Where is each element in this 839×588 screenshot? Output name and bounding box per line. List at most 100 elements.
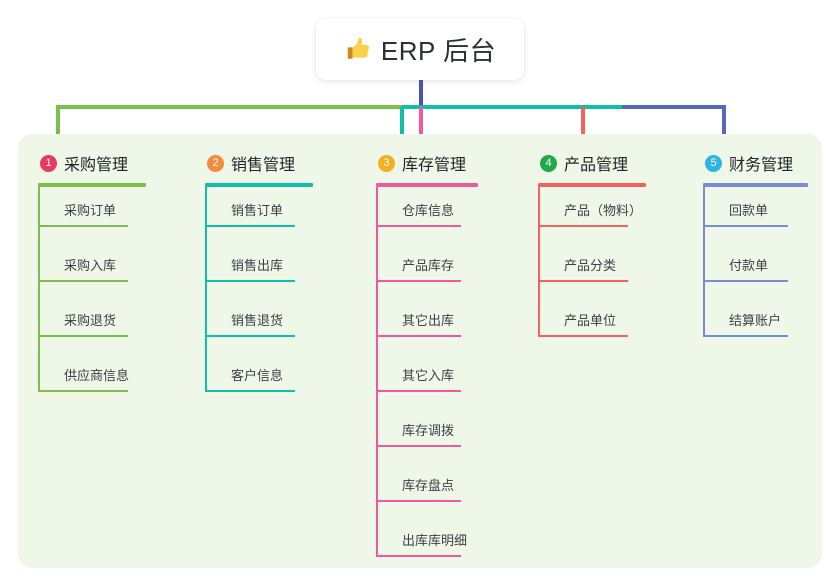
branch-item-underline: [205, 225, 295, 227]
branch-item[interactable]: 采购入库: [38, 242, 146, 297]
branch-item[interactable]: 产品库存: [376, 242, 478, 297]
branch-item-underline: [376, 555, 461, 557]
branch-item-underline: [205, 280, 295, 282]
branch-title-1: 采购管理: [64, 157, 129, 174]
branch-item[interactable]: 出库库明细: [376, 517, 478, 572]
branch-item-underline: [376, 335, 461, 337]
branch-item[interactable]: 仓库信息: [376, 187, 478, 242]
branch-items-2: 销售订单销售出库销售退货客户信息: [205, 187, 313, 407]
branch-item-label: 产品分类: [564, 258, 617, 273]
connector-drop-5: [722, 107, 726, 157]
branch-item[interactable]: 采购退货: [38, 297, 146, 352]
branch-item-underline: [538, 280, 628, 282]
branch-item-underline: [38, 390, 128, 392]
branch-item-underline: [538, 335, 628, 337]
branch-item-label: 出库库明细: [402, 533, 468, 548]
branch-item-label: 库存盘点: [402, 478, 455, 493]
branch-underline-2: [205, 183, 313, 187]
branch-item-underline: [703, 335, 788, 337]
branch-item-underline: [38, 225, 128, 227]
branch-item[interactable]: 回款单: [703, 187, 808, 242]
branch-title-4: 产品管理: [564, 157, 629, 174]
branch-item-label: 回款单: [729, 203, 769, 218]
branch-item-label: 仓库信息: [402, 203, 455, 218]
branch-spine-5: [703, 187, 705, 337]
branch-item-underline: [376, 225, 461, 227]
connector-stem: [419, 80, 423, 108]
branch-item-underline: [205, 390, 295, 392]
branch-item-label: 销售订单: [231, 203, 284, 218]
thumbs-up-icon: [347, 38, 369, 59]
branch-item-label: 其它入库: [402, 368, 455, 383]
branch-item[interactable]: 采购订单: [38, 187, 146, 242]
branch-item-label: 结算账户: [729, 313, 782, 328]
connector-drop-3: [419, 107, 423, 157]
branch-item[interactable]: 产品（物料）: [538, 187, 646, 242]
branch-item-underline: [38, 280, 128, 282]
branch-item[interactable]: 销售订单: [205, 187, 313, 242]
branch-spine-1: [38, 187, 40, 392]
branch-item-label: 采购入库: [64, 258, 117, 273]
branch-spine-4: [538, 187, 540, 337]
connector-bus-green: [56, 105, 402, 109]
branch-title-3: 库存管理: [402, 157, 467, 174]
branch-underline-1: [38, 183, 146, 187]
branch-item-underline: [376, 445, 461, 447]
branch-item-label: 产品（物料）: [564, 203, 643, 218]
branch-item[interactable]: 产品单位: [538, 297, 646, 352]
branch-badge-2: 2: [207, 154, 224, 172]
branch-item-label: 客户信息: [231, 368, 284, 383]
branch-item-label: 其它出库: [402, 313, 455, 328]
branch-badge-1: 1: [40, 154, 57, 172]
branch-item[interactable]: 其它入库: [376, 352, 478, 407]
branch-item[interactable]: 其它出库: [376, 297, 478, 352]
branch-column-2: 2 销售管理销售订单销售出库销售退货客户信息: [205, 148, 313, 407]
branch-items-5: 回款单付款单结算账户: [703, 187, 808, 352]
branch-item[interactable]: 库存盘点: [376, 462, 478, 517]
branch-header-2[interactable]: 2 销售管理: [205, 148, 313, 178]
branch-underline-4: [538, 183, 646, 187]
branch-item-underline: [703, 280, 788, 282]
branch-item-label: 供应商信息: [64, 368, 130, 383]
connector-drop-4: [581, 107, 585, 157]
branch-spine-2: [205, 187, 207, 392]
branch-item-underline: [38, 335, 128, 337]
root-title: ERP 后台: [380, 35, 497, 66]
branch-header-4[interactable]: 4 产品管理: [538, 148, 646, 178]
branch-header-1[interactable]: 1 采购管理: [38, 148, 146, 178]
connector-drop-1: [56, 107, 60, 157]
branch-items-1: 采购订单采购入库采购退货供应商信息: [38, 187, 146, 407]
branch-item[interactable]: 供应商信息: [38, 352, 146, 407]
branch-title-2: 销售管理: [231, 157, 296, 174]
branch-item[interactable]: 销售出库: [205, 242, 313, 297]
branch-column-4: 4 产品管理产品（物料） 产品分类产品单位: [538, 148, 646, 352]
branch-title-5: 财务管理: [729, 157, 794, 174]
branches-panel: [18, 134, 822, 568]
branch-spine-3: [376, 187, 378, 557]
branch-item-underline: [703, 225, 788, 227]
root-node[interactable]: ERP 后台: [316, 18, 524, 80]
branch-underline-5: [703, 183, 808, 187]
branch-item-underline: [376, 390, 461, 392]
branch-item[interactable]: 销售退货: [205, 297, 313, 352]
branch-items-3: 仓库信息产品库存其它出库其它入库库存调拨库存盘点出库库明细: [376, 187, 478, 572]
branch-underline-3: [376, 183, 478, 187]
connector-drop-2: [400, 107, 404, 157]
connector-bus-teal: [400, 105, 622, 109]
branch-item[interactable]: 客户信息: [205, 352, 313, 407]
branch-item-label: 付款单: [729, 258, 769, 273]
branch-item[interactable]: 结算账户: [703, 297, 808, 352]
branch-item-label: 产品单位: [564, 313, 617, 328]
branch-item-label: 采购退货: [64, 313, 117, 328]
branch-items-4: 产品（物料） 产品分类产品单位: [538, 187, 646, 352]
branch-item[interactable]: 付款单: [703, 242, 808, 297]
branch-item[interactable]: 产品分类: [538, 242, 646, 297]
branch-item-underline: [376, 500, 461, 502]
branch-item[interactable]: 库存调拨: [376, 407, 478, 462]
branch-badge-4: 4: [540, 154, 557, 172]
